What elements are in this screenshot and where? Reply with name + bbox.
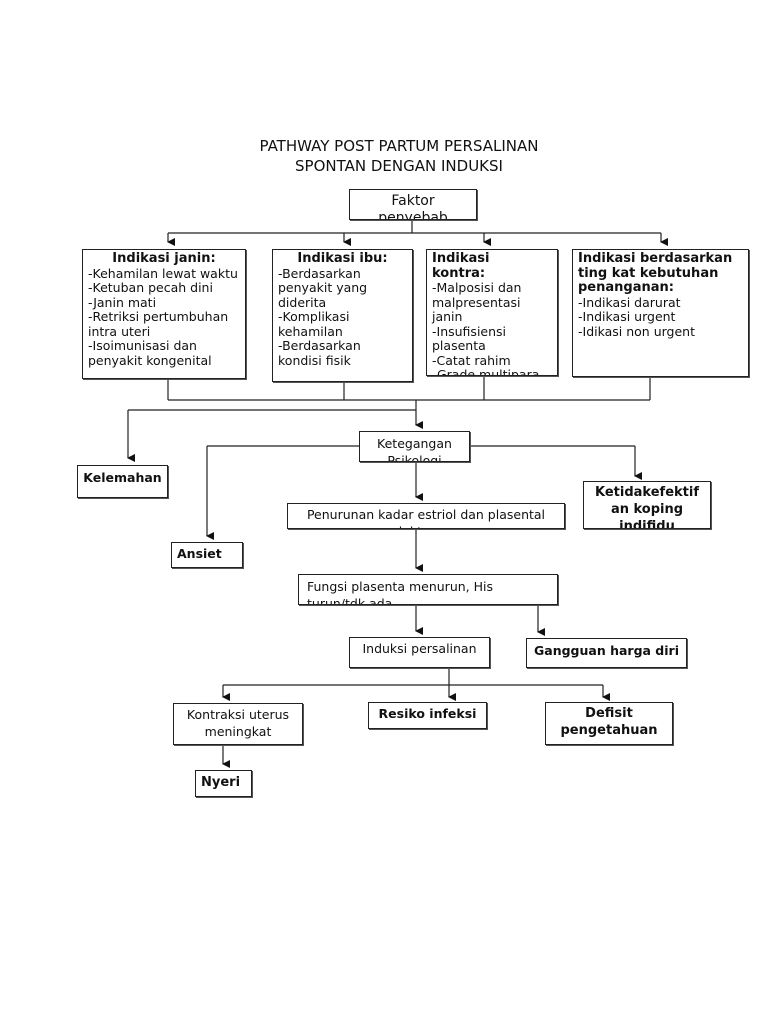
list-item: -Indikasi urgent: [578, 309, 676, 324]
list-item: -Berdasarkan penyakit yang diderita: [278, 265, 368, 310]
node-indikasi-kontra: Indikasi kontra: -Malposisi dan malprese…: [426, 249, 558, 376]
list-item: -Indikasi darurat: [578, 294, 681, 310]
node-kelemahan: Kelemahan: [77, 465, 168, 498]
node-defisit-pengetahuan: Defisit pengetahuan: [545, 702, 673, 745]
node-indikasi-ibu: Indikasi ibu: -Berdasarkan penyakit yang…: [272, 249, 413, 382]
list-item: -Idikasi non urgent: [578, 323, 695, 339]
node-heading: Indikasi janin:: [112, 251, 216, 266]
node-ketegangan-psikologi: Ketegangan Psikologi: [359, 431, 470, 462]
node-indikasi-kebutuhan: Indikasi berdasarkan ting kat kebutuhan …: [572, 249, 749, 377]
diagram-title-line-2: SPONTAN DENGAN INDUKSI: [295, 157, 503, 175]
node-faktor-penyebab: Faktor penyebab: [349, 189, 477, 220]
node-induksi-persalinan: Induksi persalinan: [349, 637, 490, 668]
node-heading: Indikasi ibu:: [297, 251, 388, 266]
node-ketidakefektifan-koping: Ketidakefektif an koping indifidu: [583, 481, 711, 529]
list-item: -Grade multipara: [432, 367, 540, 376]
diagram-title-line-1: PATHWAY POST PARTUM PERSALINAN: [259, 137, 539, 155]
node-fungsi-plasenta: Fungsi plasenta menurun, His turun/tdk a…: [298, 574, 558, 605]
list-item: -Ketuban pecah dini: [88, 280, 213, 295]
list-item: -Berdasarkan kondisi fisik: [278, 338, 361, 368]
node-kontraksi-uterus: Kontraksi uterus meningkat: [173, 703, 303, 745]
list-item: -Isoimunisasi dan penyakit kongenital: [88, 338, 212, 368]
node-heading: Indikasi berdasarkan ting kat kebutuhan …: [578, 251, 733, 295]
node-nyeri: Nyeri: [195, 770, 252, 797]
list-item: -Malposisi dan malpresentasi janin: [432, 280, 522, 324]
list-item: -Retriksi pertumbuhan intra uteri: [88, 309, 229, 339]
node-ansiet: Ansiet: [171, 542, 243, 568]
node-gangguan-harga-diri: Gangguan harga diri: [526, 638, 687, 668]
list-item: -Kehamilan lewat waktu: [88, 265, 238, 281]
node-indikasi-janin: Indikasi janin: -Kehamilan lewat waktu -…: [82, 249, 246, 379]
list-item: -Janin mati: [88, 294, 157, 310]
node-heading: Indikasi kontra:: [432, 251, 490, 281]
node-penurunan-kadar: Penurunan kadar estriol dan plasental la…: [287, 503, 565, 529]
node-resiko-infeksi: Resiko infeksi: [368, 702, 487, 729]
list-item: -Komplikasi kehamilan: [278, 309, 350, 339]
list-item: -Insufisiensi plasenta: [432, 323, 507, 353]
list-item: -Catat rahim: [432, 352, 511, 368]
